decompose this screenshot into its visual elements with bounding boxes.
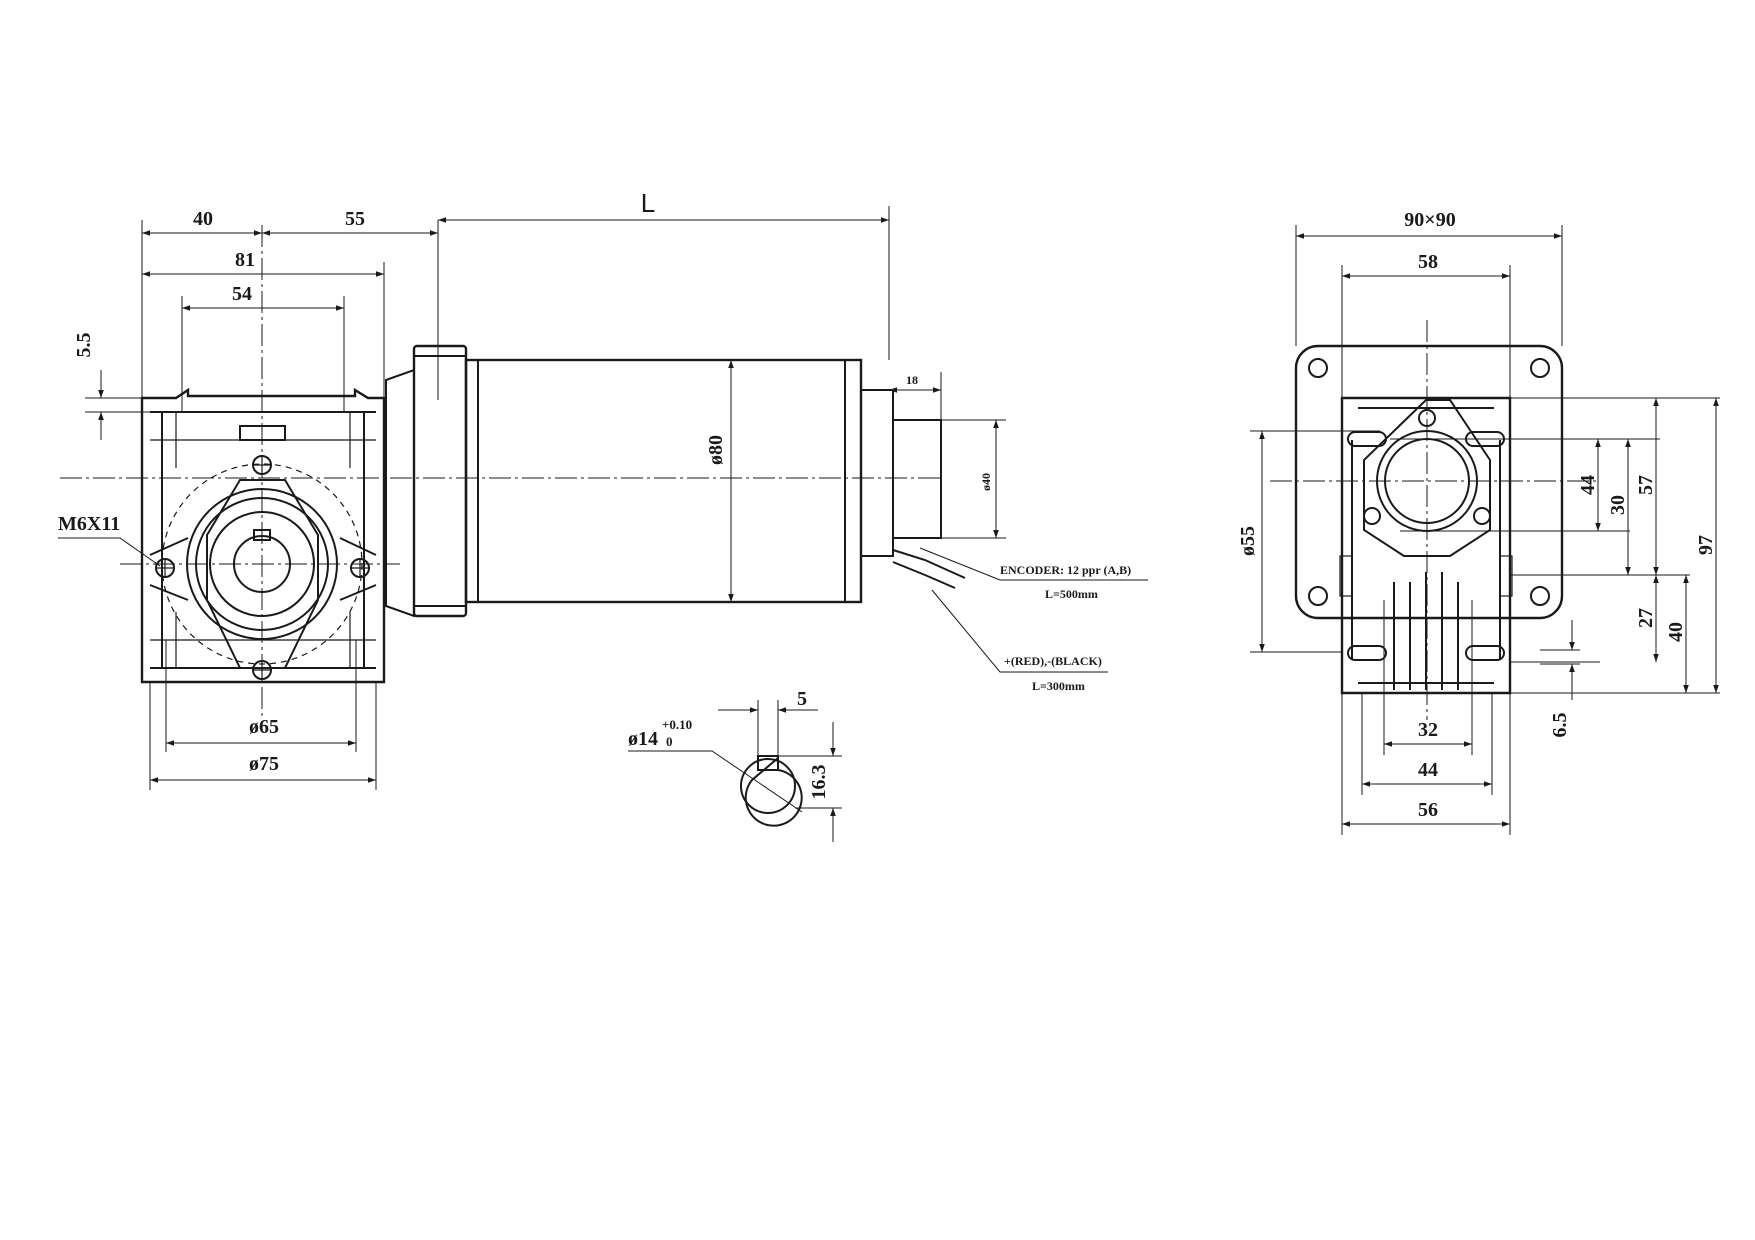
- dim-55-label: 55: [345, 208, 365, 230]
- dim-81-label: 81: [235, 249, 255, 271]
- dim-44-horizontal-label: 44: [1418, 759, 1438, 781]
- flange-size-label: 90×90: [1404, 209, 1455, 231]
- dim-40-vertical-label: 40: [1665, 622, 1687, 642]
- dim-5-5-label: 5.5: [73, 333, 95, 358]
- dim-58-label: 58: [1418, 251, 1438, 273]
- dim-18-label: 18: [906, 373, 918, 387]
- shaft-tol-upper: +0.10: [662, 717, 692, 732]
- front-view: 40 55 81 54 5.5 M6X11 ø65 ø75: [58, 208, 940, 790]
- dim-6-5-label: 6.5: [1549, 713, 1571, 738]
- key-width-label: 5: [797, 688, 807, 710]
- dim-57-label: 57: [1635, 475, 1657, 495]
- dia-55-label: ø55: [1237, 526, 1259, 556]
- dim-97-label: 97: [1695, 535, 1717, 555]
- dia-75-label: ø75: [249, 753, 279, 775]
- dia-40-label: ø40: [979, 473, 993, 491]
- dia-65-label: ø65: [249, 716, 279, 738]
- key-depth-label: 16.3: [808, 765, 830, 800]
- dim-40-label: 40: [193, 208, 213, 230]
- power-cable-label: L=300mm: [1032, 679, 1085, 693]
- power-label: +(RED),-(BLACK): [1004, 654, 1102, 668]
- length-label: L: [641, 188, 655, 218]
- shaft-tol-lower: 0: [666, 734, 673, 749]
- encoder-cable-label: L=500mm: [1045, 587, 1098, 601]
- dim-56-label: 56: [1418, 799, 1438, 821]
- dim-27-label: 27: [1635, 608, 1657, 628]
- dim-44-vertical-label: 44: [1577, 475, 1599, 495]
- dim-54-label: 54: [232, 283, 252, 305]
- side-view: 90×90 58 ø55 44 30 57 27 40 97 6.5 32 44: [1237, 209, 1720, 835]
- shaft-dia-label: ø14: [628, 728, 658, 750]
- motor-body: L ø80 18 ø40 ENCODER: 12 ppr (A,B) L=500…: [385, 188, 1148, 693]
- thread-label: M6X11: [58, 513, 120, 535]
- dim-32-label: 32: [1418, 719, 1438, 741]
- dim-30-label: 30: [1607, 495, 1629, 515]
- encoder-label: ENCODER: 12 ppr (A,B): [1000, 563, 1131, 577]
- dia-80-label: ø80: [705, 435, 727, 465]
- shaft-detail: 5 16.3 ø14 +0.10 0: [628, 688, 842, 842]
